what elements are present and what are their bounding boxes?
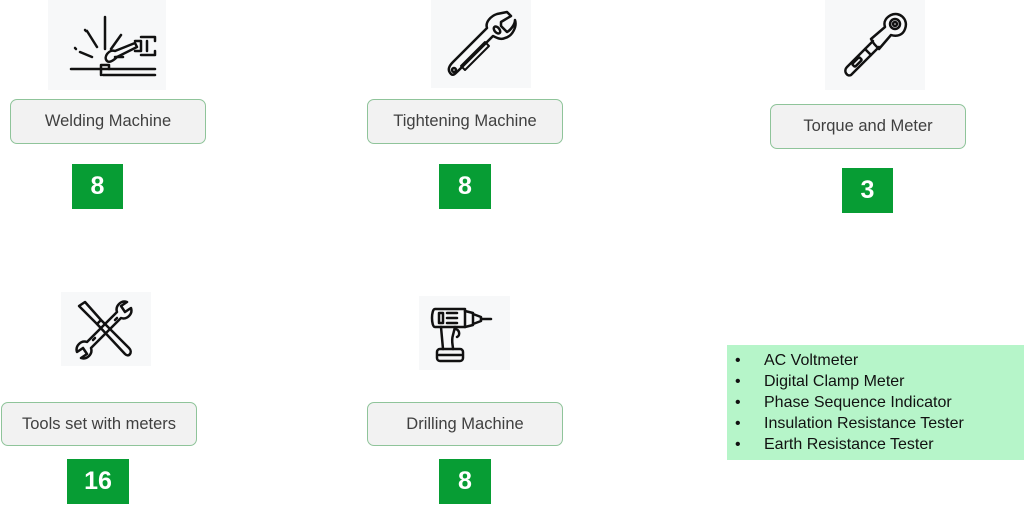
bullet-icon: • bbox=[735, 436, 741, 453]
torque-wrench-icon bbox=[825, 0, 925, 90]
adjustable-wrench-icon bbox=[431, 0, 531, 88]
tools-set-count: 16 bbox=[67, 459, 129, 504]
screwdriver-wrench-icon bbox=[61, 292, 151, 366]
bullet-icon: • bbox=[735, 352, 741, 369]
drilling-machine-count: 8 bbox=[439, 459, 491, 504]
list-item: • AC Voltmeter bbox=[735, 350, 1024, 371]
welding-machine-count: 8 bbox=[72, 164, 123, 209]
meter-name: Insulation Resistance Tester bbox=[764, 415, 964, 432]
list-item: • Digital Clamp Meter bbox=[735, 371, 1024, 392]
tightening-machine-count: 8 bbox=[439, 164, 491, 209]
bullet-icon: • bbox=[735, 415, 741, 432]
list-item: • Earth Resistance Tester bbox=[735, 434, 1024, 455]
tightening-machine-label[interactable]: Tightening Machine bbox=[367, 99, 563, 144]
meter-name: AC Voltmeter bbox=[764, 352, 859, 369]
welding-torch-icon bbox=[48, 0, 166, 90]
torque-and-meter-count: 3 bbox=[842, 168, 893, 213]
meter-name: Earth Resistance Tester bbox=[764, 436, 934, 453]
welding-machine-label[interactable]: Welding Machine bbox=[10, 99, 206, 144]
list-item: • Phase Sequence Indicator bbox=[735, 392, 1024, 413]
meters-list: • AC Voltmeter • Digital Clamp Meter • Phas… bbox=[727, 345, 1024, 460]
bullet-icon: • bbox=[735, 373, 741, 390]
torque-and-meter-label[interactable]: Torque and Meter bbox=[770, 104, 966, 149]
list-item: • Insulation Resistance Tester bbox=[735, 413, 1024, 434]
bullet-icon: • bbox=[735, 394, 741, 411]
meter-name: Phase Sequence Indicator bbox=[764, 394, 952, 411]
drilling-machine-label[interactable]: Drilling Machine bbox=[367, 402, 563, 446]
meter-name: Digital Clamp Meter bbox=[764, 373, 905, 390]
tools-set-label[interactable]: Tools set with meters bbox=[1, 402, 197, 446]
power-drill-icon bbox=[419, 296, 510, 370]
